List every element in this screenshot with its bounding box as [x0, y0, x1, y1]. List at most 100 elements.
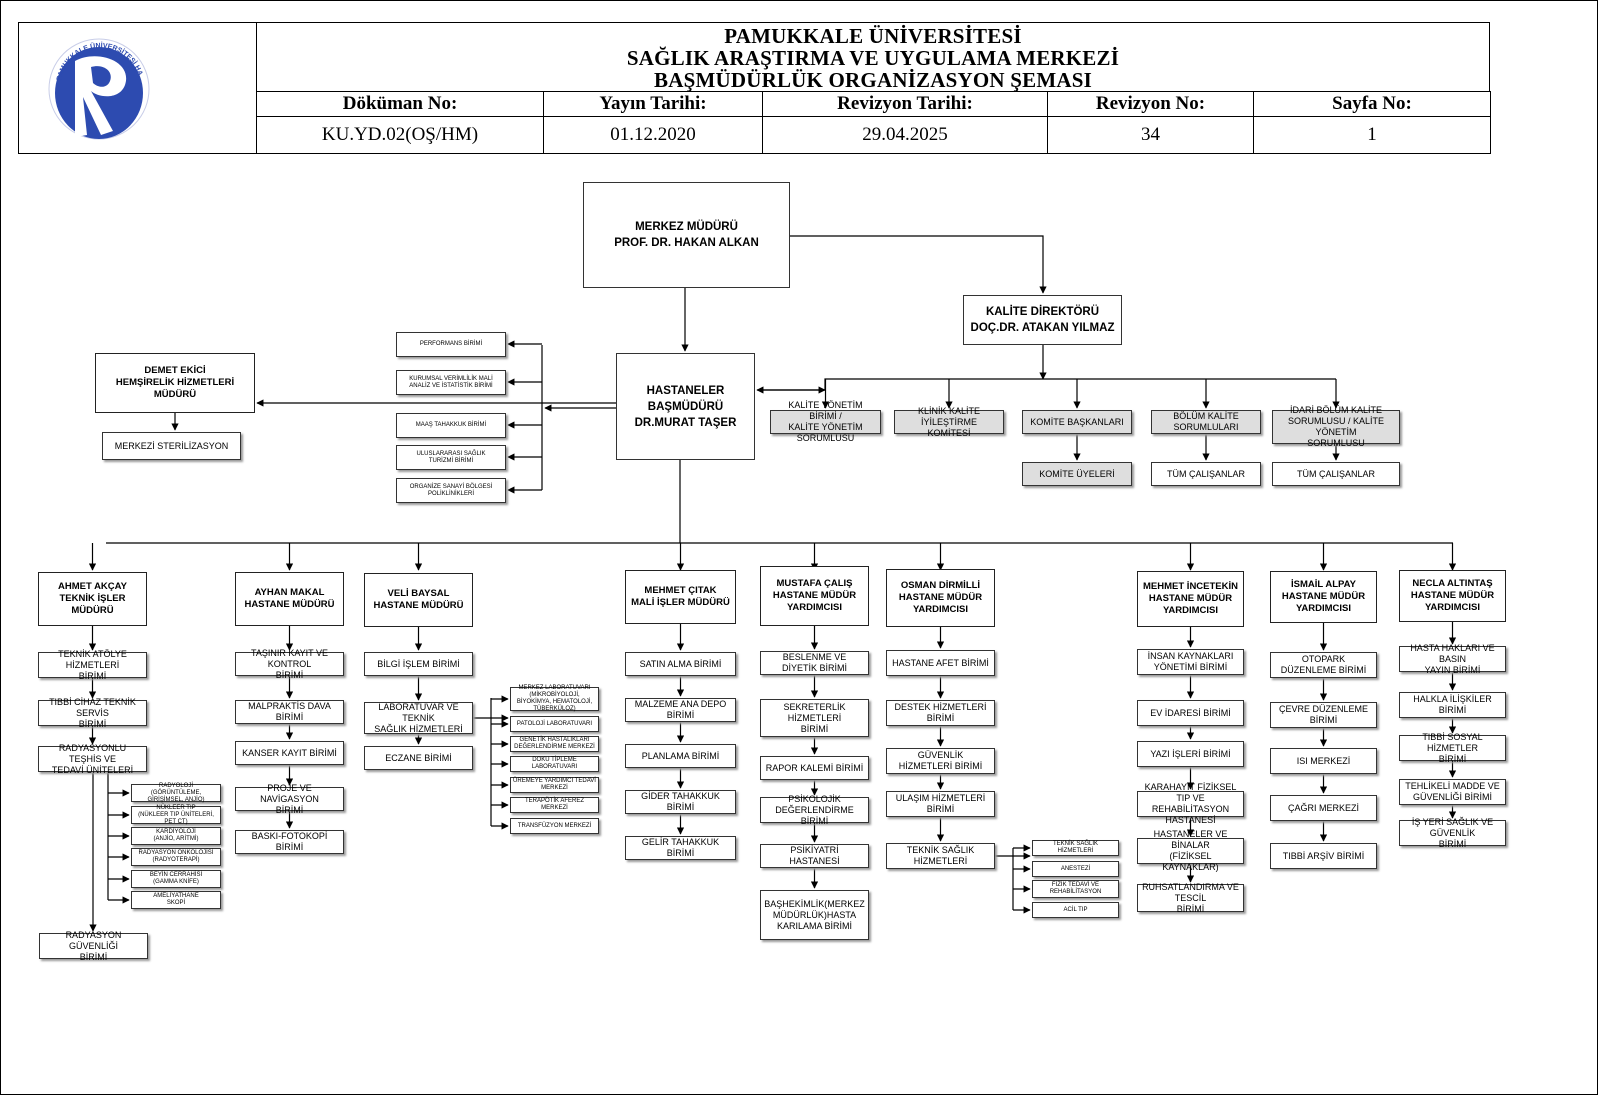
quality-director-box: KALİTE DİREKTÖRÜ DOÇ.DR. ATAKAN YILMAZ	[963, 295, 1122, 345]
unit-6-0-label: İNSAN KAYNAKLARI YÖNETİMİ BİRİMİ	[1147, 651, 1234, 672]
quality-unit-3: BÖLÜM KALİTE SORUMLULARI	[1151, 410, 1261, 434]
unit-3-1: MALZEME ANA DEPO BİRİMİ	[625, 698, 736, 722]
staff-unit-0: PERFORMANS BİRİMİ	[396, 332, 506, 357]
tech-subunit-0-label: TEKNİK SAĞLIK HİZMETLERİ	[1052, 841, 1098, 854]
university-logo: PAMUKKALE ÜNİVERSİTESİ HASTANELERİ	[47, 31, 150, 140]
lab-subunit-1-label: PATOLOJİ LABORATUVARI	[516, 720, 593, 727]
manager-box-4: MUSTAFA ÇALIŞ HASTANE MÜDÜR YARDIMCISI	[760, 566, 869, 626]
unit-6-0: İNSAN KAYNAKLARI YÖNETİMİ BİRİMİ	[1137, 649, 1244, 675]
manager-box-8-label: NECLA ALTINTAŞ HASTANE MÜDÜR YARDIMCISI	[1410, 578, 1495, 613]
manager-box-3: MEHMET ÇITAK MALİ İŞLER MÜDÜRÜ	[625, 570, 736, 624]
unit-6-2-label: YAZI İŞLERİ BİRİMİ	[1150, 748, 1231, 759]
title-line-1: PAMUKKALE ÜNİVERSİTESİ	[724, 24, 1022, 48]
unit-6-1: EV İDARESİ BİRİMİ	[1137, 700, 1244, 726]
unit-3-0-label: SATIN ALMA BİRİMİ	[639, 658, 722, 669]
unit-4-4-label: PSİKİYATRİ HASTANESİ	[789, 845, 840, 866]
unit-5-0-label: HASTANE AFET BİRİMİ	[892, 657, 989, 668]
tech-subunit-3: ACİL TIP	[1032, 902, 1119, 918]
unit-4-0: BESLENME VE DİYETİK BİRİMİ	[760, 651, 869, 675]
unit-8-1-label: HALKLA İLİŞKİLER BİRİMİ	[1413, 694, 1492, 715]
unit-5-4-label: TEKNİK SAĞLIK HİZMETLERİ	[906, 845, 975, 866]
unit-7-2: ISI MERKEZİ	[1270, 748, 1377, 774]
unit-8-3-label: TEHLİKELİ MADDE VE GÜVENLİĞİ BİRİMİ	[1405, 781, 1500, 802]
unit-5-2-label: GÜVENLİK HİZMETLERİ BİRİMİ	[898, 750, 983, 771]
radiation-subunit-1: NÜKLEER TIP (NÜKLEER TIP ÜNİTELERİ, PET …	[131, 804, 221, 825]
unit-4-2-label: RAPOR KALEMİ BİRİMİ	[765, 762, 864, 773]
header-value-0: KU.YD.02(OŞ/HM)	[256, 116, 544, 154]
lab-subunit-1: PATOLOJİ LABORATUVARI	[510, 716, 599, 732]
tech-subunit-2: FİZİK TEDAVİ VE REHABİLİTASYON	[1032, 880, 1119, 898]
unit-5-1: DESTEK HİZMETLERİ BİRİMİ	[886, 700, 995, 726]
unit-8-3: TEHLİKELİ MADDE VE GÜVENLİĞİ BİRİMİ	[1399, 779, 1506, 805]
unit-5-0: HASTANE AFET BİRİMİ	[886, 650, 995, 676]
staff-unit-3: ULUSLARARASI SAĞLIK TURİZMİ BİRİMİ	[396, 445, 506, 470]
quality-subunit-0: KOMİTE ÜYELERİ	[1022, 462, 1132, 486]
manager-box-8: NECLA ALTINTAŞ HASTANE MÜDÜR YARDIMCISI	[1399, 570, 1506, 622]
staff-unit-2-label: MAAŞ TAHAKKUK BİRİMİ	[415, 422, 487, 428]
unit-6-3: KARAHAYIT FİZİKSEL TIP VE REHABİLİTASYON…	[1137, 782, 1244, 825]
central-sterilization-box: MERKEZİ STERİLİZASYON	[102, 432, 241, 460]
radiation-subunit-2: KARDİYOLOJİ (ANJİO, ARİTMİ)	[131, 827, 221, 845]
unit-3-1-label: MALZEME ANA DEPO BİRİMİ	[634, 699, 727, 720]
unit-2-0: BİLGİ İŞLEM BİRİMİ	[364, 652, 473, 676]
unit-0-0: TEKNİK ATÖLYE HİZMETLERİ BİRİMİ	[38, 649, 147, 681]
unit-1-1-label: MALPRAKTİS DAVA BİRİMİ	[248, 701, 331, 722]
radiation-subunit-0-label: RADYOLOJİ (GÖRÜNTÜLEME, GİRİŞİMSEL, ANJİ…	[147, 782, 205, 803]
unit-2-1: LABORATUVAR VE TEKNİK SAĞLIK HİZMETLERİ	[364, 702, 473, 734]
unit-3-2: PLANLAMA BİRİMİ	[625, 744, 736, 768]
manager-box-5-label: OSMAN DİRMİLLİ HASTANE MÜDÜR YARDIMCISI	[898, 580, 983, 615]
unit-0-0-label: TEKNİK ATÖLYE HİZMETLERİ BİRİMİ	[58, 648, 127, 681]
header-label-2: Revizyon Tarihi:	[762, 91, 1048, 117]
quality-unit-0-label: KALİTE YÖNETİM BİRİMİ / KALİTE YÖNETİM S…	[788, 400, 863, 443]
nursing-manager-box: DEMET EKİCİ HEMŞİRELİK HİZMETLERİ MÜDÜRÜ	[95, 353, 255, 413]
manager-box-5: OSMAN DİRMİLLİ HASTANE MÜDÜR YARDIMCISI	[886, 569, 995, 627]
unit-4-2: RAPOR KALEMİ BİRİMİ	[760, 756, 869, 780]
tech-subunit-0: TEKNİK SAĞLIK HİZMETLERİ	[1032, 840, 1119, 856]
unit-8-1: HALKLA İLİŞKİLER BİRİMİ	[1399, 692, 1506, 718]
unit-1-3-label: PROJE VE NAVİGASYON BİRİMİ	[260, 782, 319, 815]
radiation-subunit-4-label: BEYİN CERRAHİSİ (GAMMA KNİFE)	[149, 872, 203, 885]
unit-4-0-label: BESLENME VE DİYETİK BİRİMİ	[781, 652, 847, 673]
lab-subunit-0-label: MERKEZ LABORATUVARI (MİKROBİYOLOJİ, BİYO…	[516, 685, 593, 712]
unit-3-0: SATIN ALMA BİRİMİ	[625, 652, 736, 676]
unit-1-0: TAŞINIR KAYIT VE KONTROL BİRİMİ	[235, 648, 344, 680]
logo-cell: PAMUKKALE ÜNİVERSİTESİ HASTANELERİ	[18, 22, 257, 154]
chief-manager-box-label: HASTANELER BAŞMÜDÜRÜ DR.MURAT TAŞER	[634, 384, 737, 429]
director-box: MERKEZ MÜDÜRÜ PROF. DR. HAKAN ALKAN	[583, 182, 790, 288]
chief-manager-box: HASTANELER BAŞMÜDÜRÜ DR.MURAT TAŞER	[616, 353, 755, 460]
unit-8-4-label: İŞ YERİ SAĞLIK VE GÜVENLİK BİRİMİ	[1411, 816, 1494, 849]
staff-unit-2: MAAŞ TAHAKKUK BİRİMİ	[396, 413, 506, 438]
director-box-label: MERKEZ MÜDÜRÜ PROF. DR. HAKAN ALKAN	[614, 221, 759, 249]
unit-4-5-label: BAŞHEKİMLİK(MERKEZ MÜDÜRLÜK)HASTA KARILA…	[764, 898, 865, 931]
unit-6-2: YAZI İŞLERİ BİRİMİ	[1137, 741, 1244, 767]
unit-8-4: İŞ YERİ SAĞLIK VE GÜVENLİK BİRİMİ	[1399, 817, 1506, 849]
manager-box-1: AYHAN MAKAL HASTANE MÜDÜRÜ	[235, 572, 344, 626]
radiation-subunit-2-label: KARDİYOLOJİ (ANJİO, ARİTMİ)	[153, 829, 199, 842]
manager-box-6-label: MEHMET İNCETEKİN HASTANE MÜDÜR YARDIMCIS…	[1143, 581, 1238, 616]
header-value-3: 34	[1047, 116, 1254, 154]
radiation-subunit-5: AMELİYATHANE SKOPİ	[131, 891, 221, 909]
manager-box-7-label: İSMAİL ALPAY HASTANE MÜDÜR YARDIMCISI	[1281, 579, 1366, 614]
unit-8-2-label: TIBBİ SOSYAL HİZMETLER BİRİMİ	[1422, 731, 1483, 764]
unit-2-1-label: LABORATUVAR VE TEKNİK SAĞLIK HİZMETLERİ	[374, 701, 463, 734]
unit-1-2-label: KANSER KAYIT BİRİMİ	[242, 747, 337, 758]
radiation-subunit-0: RADYOLOJİ (GÖRÜNTÜLEME, GİRİŞİMSEL, ANJİ…	[131, 782, 221, 803]
radiation-subunit-4: BEYİN CERRAHİSİ (GAMMA KNİFE)	[131, 870, 221, 888]
quality-subunit-2: TÜM ÇALIŞANLAR	[1272, 462, 1400, 486]
lab-subunit-2: GENETİK HASTALIKLARI DEĞERLENDİRME MERKE…	[510, 736, 599, 752]
title-line-2: SAĞLIK ARAŞTIRMA VE UYGULAMA MERKEZİ	[626, 46, 1120, 70]
quality-unit-0: KALİTE YÖNETİM BİRİMİ / KALİTE YÖNETİM S…	[770, 400, 881, 443]
unit-6-3-label: KARAHAYIT FİZİKSEL TIP VE REHABİLİTASYON…	[1144, 782, 1237, 825]
unit-1-4-label: BASKI-FOTOKOPİ BİRİMİ	[251, 831, 328, 852]
quality-unit-3-label: BÖLÜM KALİTE SORUMLULARI	[1173, 411, 1239, 432]
unit-4-5: BAŞHEKİMLİK(MERKEZ MÜDÜRLÜK)HASTA KARILA…	[760, 890, 869, 940]
lab-subunit-5: TERAPÖTİK AFEREZ MERKEZİ	[510, 797, 599, 813]
lab-subunit-2-label: GENETİK HASTALIKLARI DEĞERLENDİRME MERKE…	[514, 737, 595, 750]
radiation-subunit-3: RADYASYON ONKOLOJİSİ (RADYOTERAPİ)	[131, 848, 221, 866]
unit-5-3-label: ULAŞIM HİZMETLERİ BİRİMİ	[895, 793, 986, 814]
unit-6-4-label: HASTANELER VE BİNALAR (FİZİKSEL KAYNAKLA…	[1153, 829, 1228, 872]
unit-7-1: ÇEVRE DÜZENLEME BİRİMİ	[1270, 702, 1377, 728]
radiation-subunit-5-label: AMELİYATHANE SKOPİ	[153, 893, 199, 906]
radiation-subunit-1-label: NÜKLEER TIP (NÜKLEER TIP ÜNİTELERİ, PET …	[138, 804, 214, 825]
